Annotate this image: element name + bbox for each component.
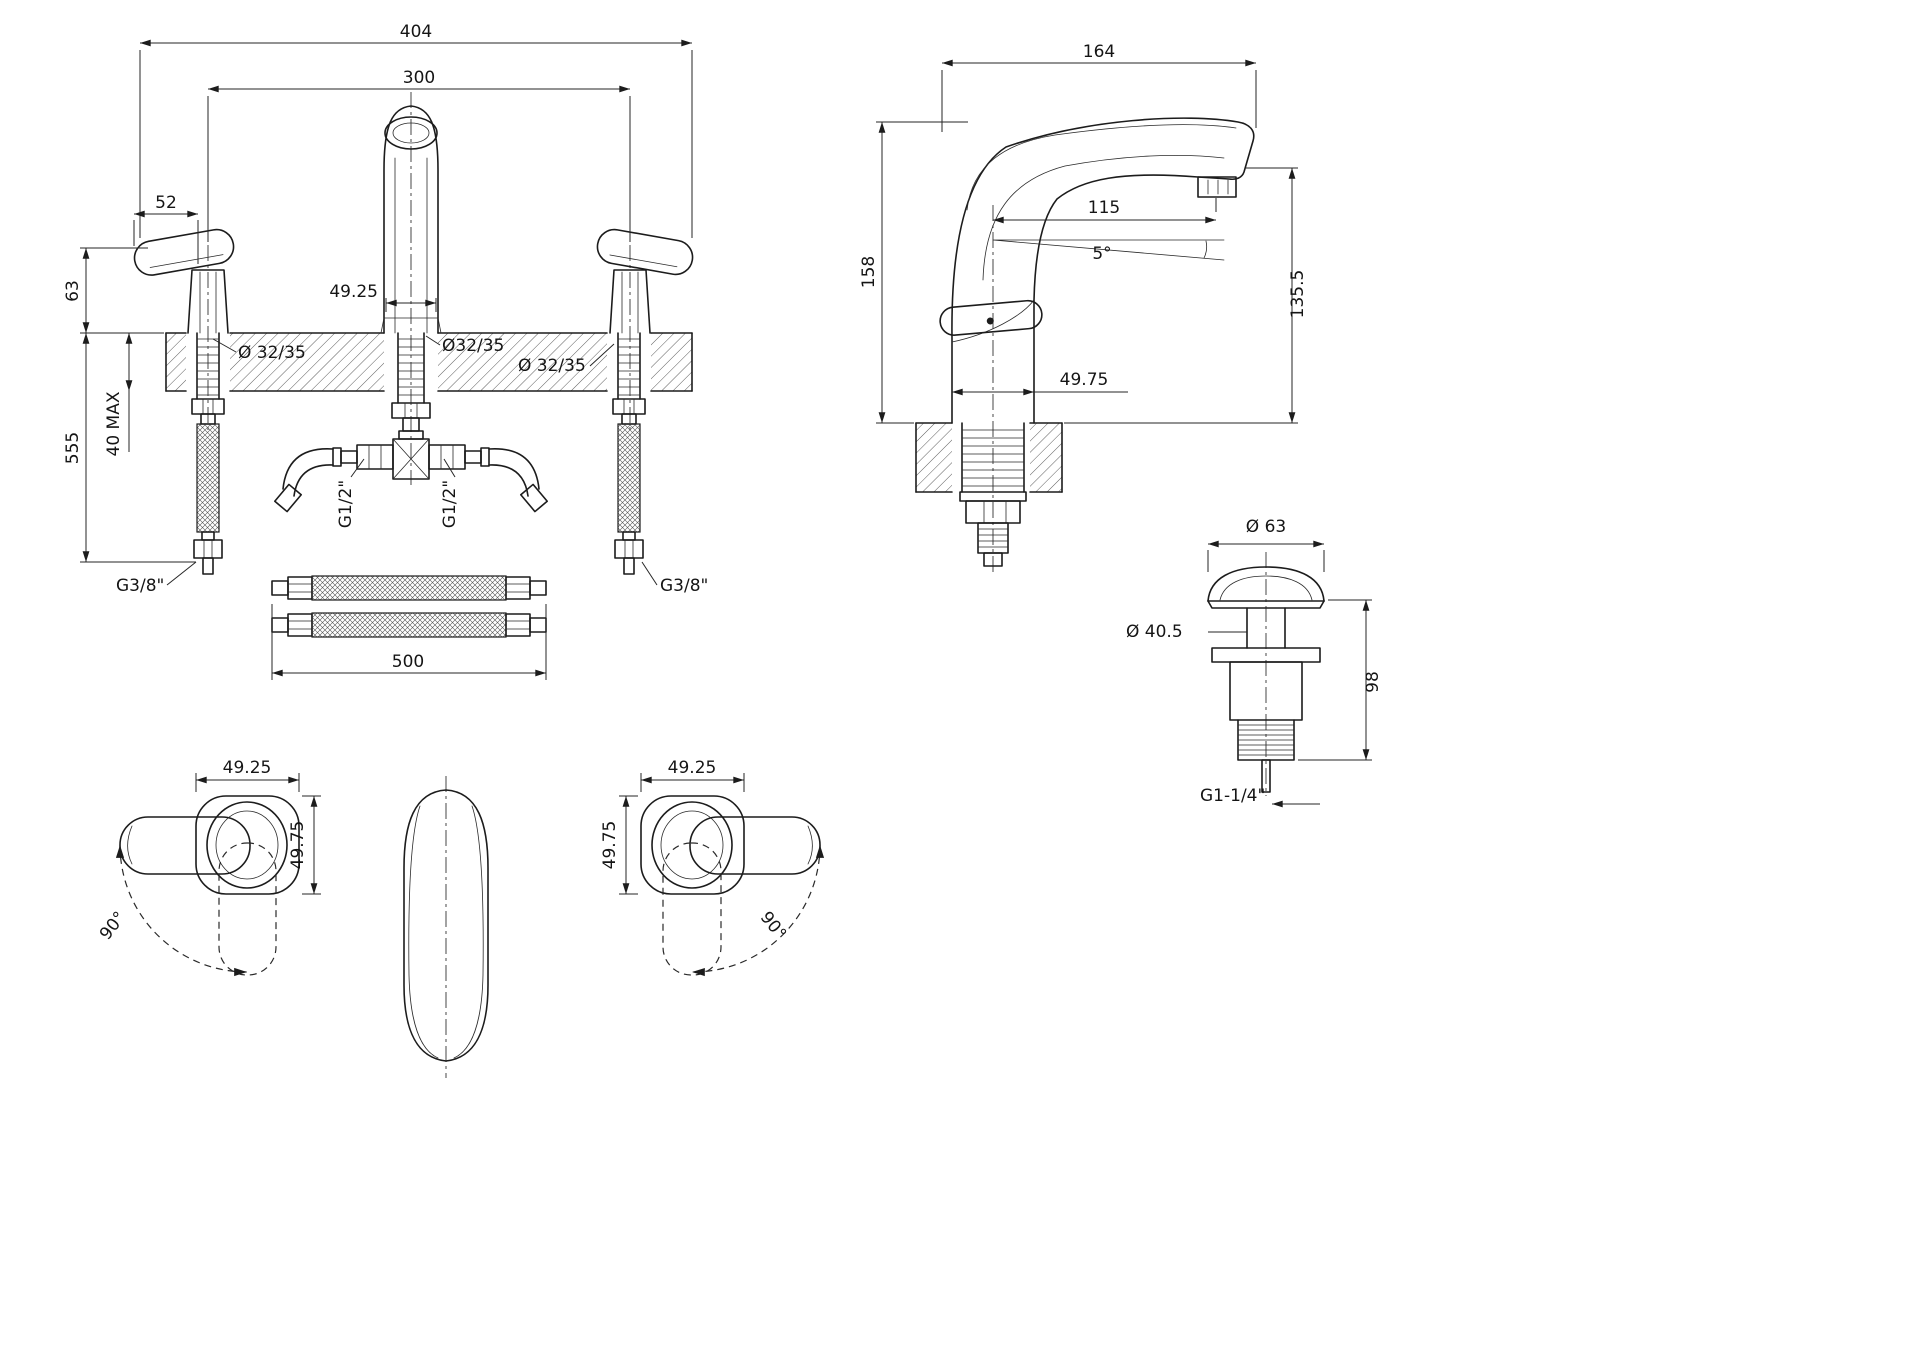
dim-hole-spacing: 300 bbox=[403, 68, 435, 88]
side-deck-section bbox=[915, 422, 1063, 493]
dim-cap-dia: Ø 63 bbox=[1246, 517, 1286, 537]
label-g38-left: G3/8" bbox=[116, 576, 164, 596]
dim-height: 158 bbox=[859, 256, 879, 288]
dim-handle-overhang: 52 bbox=[155, 193, 177, 213]
handle-left-front bbox=[133, 228, 235, 334]
dim-deck-max: 40 MAX bbox=[104, 391, 124, 456]
label-hole-center: Ø32/35 bbox=[442, 336, 504, 356]
dim-handle-left-swing: 90° bbox=[96, 908, 130, 944]
handle-side-profile bbox=[403, 776, 489, 1078]
flexible-hoses bbox=[271, 575, 547, 638]
side-shank bbox=[959, 422, 1027, 567]
handle-right-top: 49.25 49.75 90° bbox=[600, 758, 825, 977]
label-g12-right: G1/2" bbox=[440, 480, 460, 528]
dim-handle-height: 63 bbox=[63, 280, 83, 302]
dim-overall-width: 404 bbox=[400, 22, 432, 42]
dim-outlet-angle: 5° bbox=[1092, 244, 1111, 264]
label-drain-thread: G1-1/4" bbox=[1200, 786, 1265, 806]
drain-dimensions: Ø 63 Ø 40.5 98 G1-1/4" bbox=[1126, 517, 1383, 808]
label-g38-right: G3/8" bbox=[660, 576, 708, 596]
drain-body bbox=[1207, 566, 1325, 793]
drain-view: Ø 63 Ø 40.5 98 G1-1/4" bbox=[1126, 517, 1383, 808]
dim-base-dia: 49.75 bbox=[1060, 370, 1109, 390]
dim-spout-base: 49.25 bbox=[329, 282, 378, 302]
dim-hose-length: 500 bbox=[392, 652, 424, 672]
handle-right-front bbox=[596, 228, 694, 334]
front-dimensions: 404 300 52 63 555 40 MAX 49.25 Ø 32/35 Ø… bbox=[63, 22, 708, 680]
dim-below-deck-height: 555 bbox=[63, 432, 83, 464]
dim-handle-right-width: 49.25 bbox=[668, 758, 717, 778]
dim-handle-right-swing: 90° bbox=[756, 908, 790, 944]
label-hole-left: Ø 32/35 bbox=[238, 343, 306, 363]
dim-handle-right-depth: 49.75 bbox=[600, 821, 620, 870]
deck-section bbox=[165, 332, 693, 392]
tee-assembly bbox=[274, 402, 548, 513]
dim-outlet-height: 135.5 bbox=[1288, 270, 1308, 319]
dim-reach: 164 bbox=[1083, 42, 1115, 62]
side-dimensions: 164 158 115 5° 135.5 49.75 bbox=[859, 42, 1308, 424]
dim-drain-height: 98 bbox=[1363, 671, 1383, 693]
side-view: 164 158 115 5° 135.5 49.75 bbox=[859, 42, 1308, 575]
dim-outlet-reach: 115 bbox=[1088, 198, 1120, 218]
dim-body-dia: Ø 40.5 bbox=[1126, 622, 1183, 642]
dim-handle-left-depth: 49.75 bbox=[288, 821, 308, 870]
front-view: 404 300 52 63 555 40 MAX 49.25 Ø 32/35 Ø… bbox=[63, 22, 708, 680]
label-g12-left: G1/2" bbox=[336, 480, 356, 528]
handle-left-top: 49.25 49.75 90° bbox=[96, 758, 321, 977]
label-hole-right: Ø 32/35 bbox=[518, 356, 586, 376]
dim-handle-left-width: 49.25 bbox=[223, 758, 272, 778]
spout-side bbox=[939, 117, 1255, 424]
mounting-shanks bbox=[196, 332, 641, 404]
supply-tail-right bbox=[612, 398, 646, 575]
handles-view: 49.25 49.75 90° 49.25 bbox=[96, 758, 825, 1078]
supply-tail-left bbox=[191, 398, 225, 575]
